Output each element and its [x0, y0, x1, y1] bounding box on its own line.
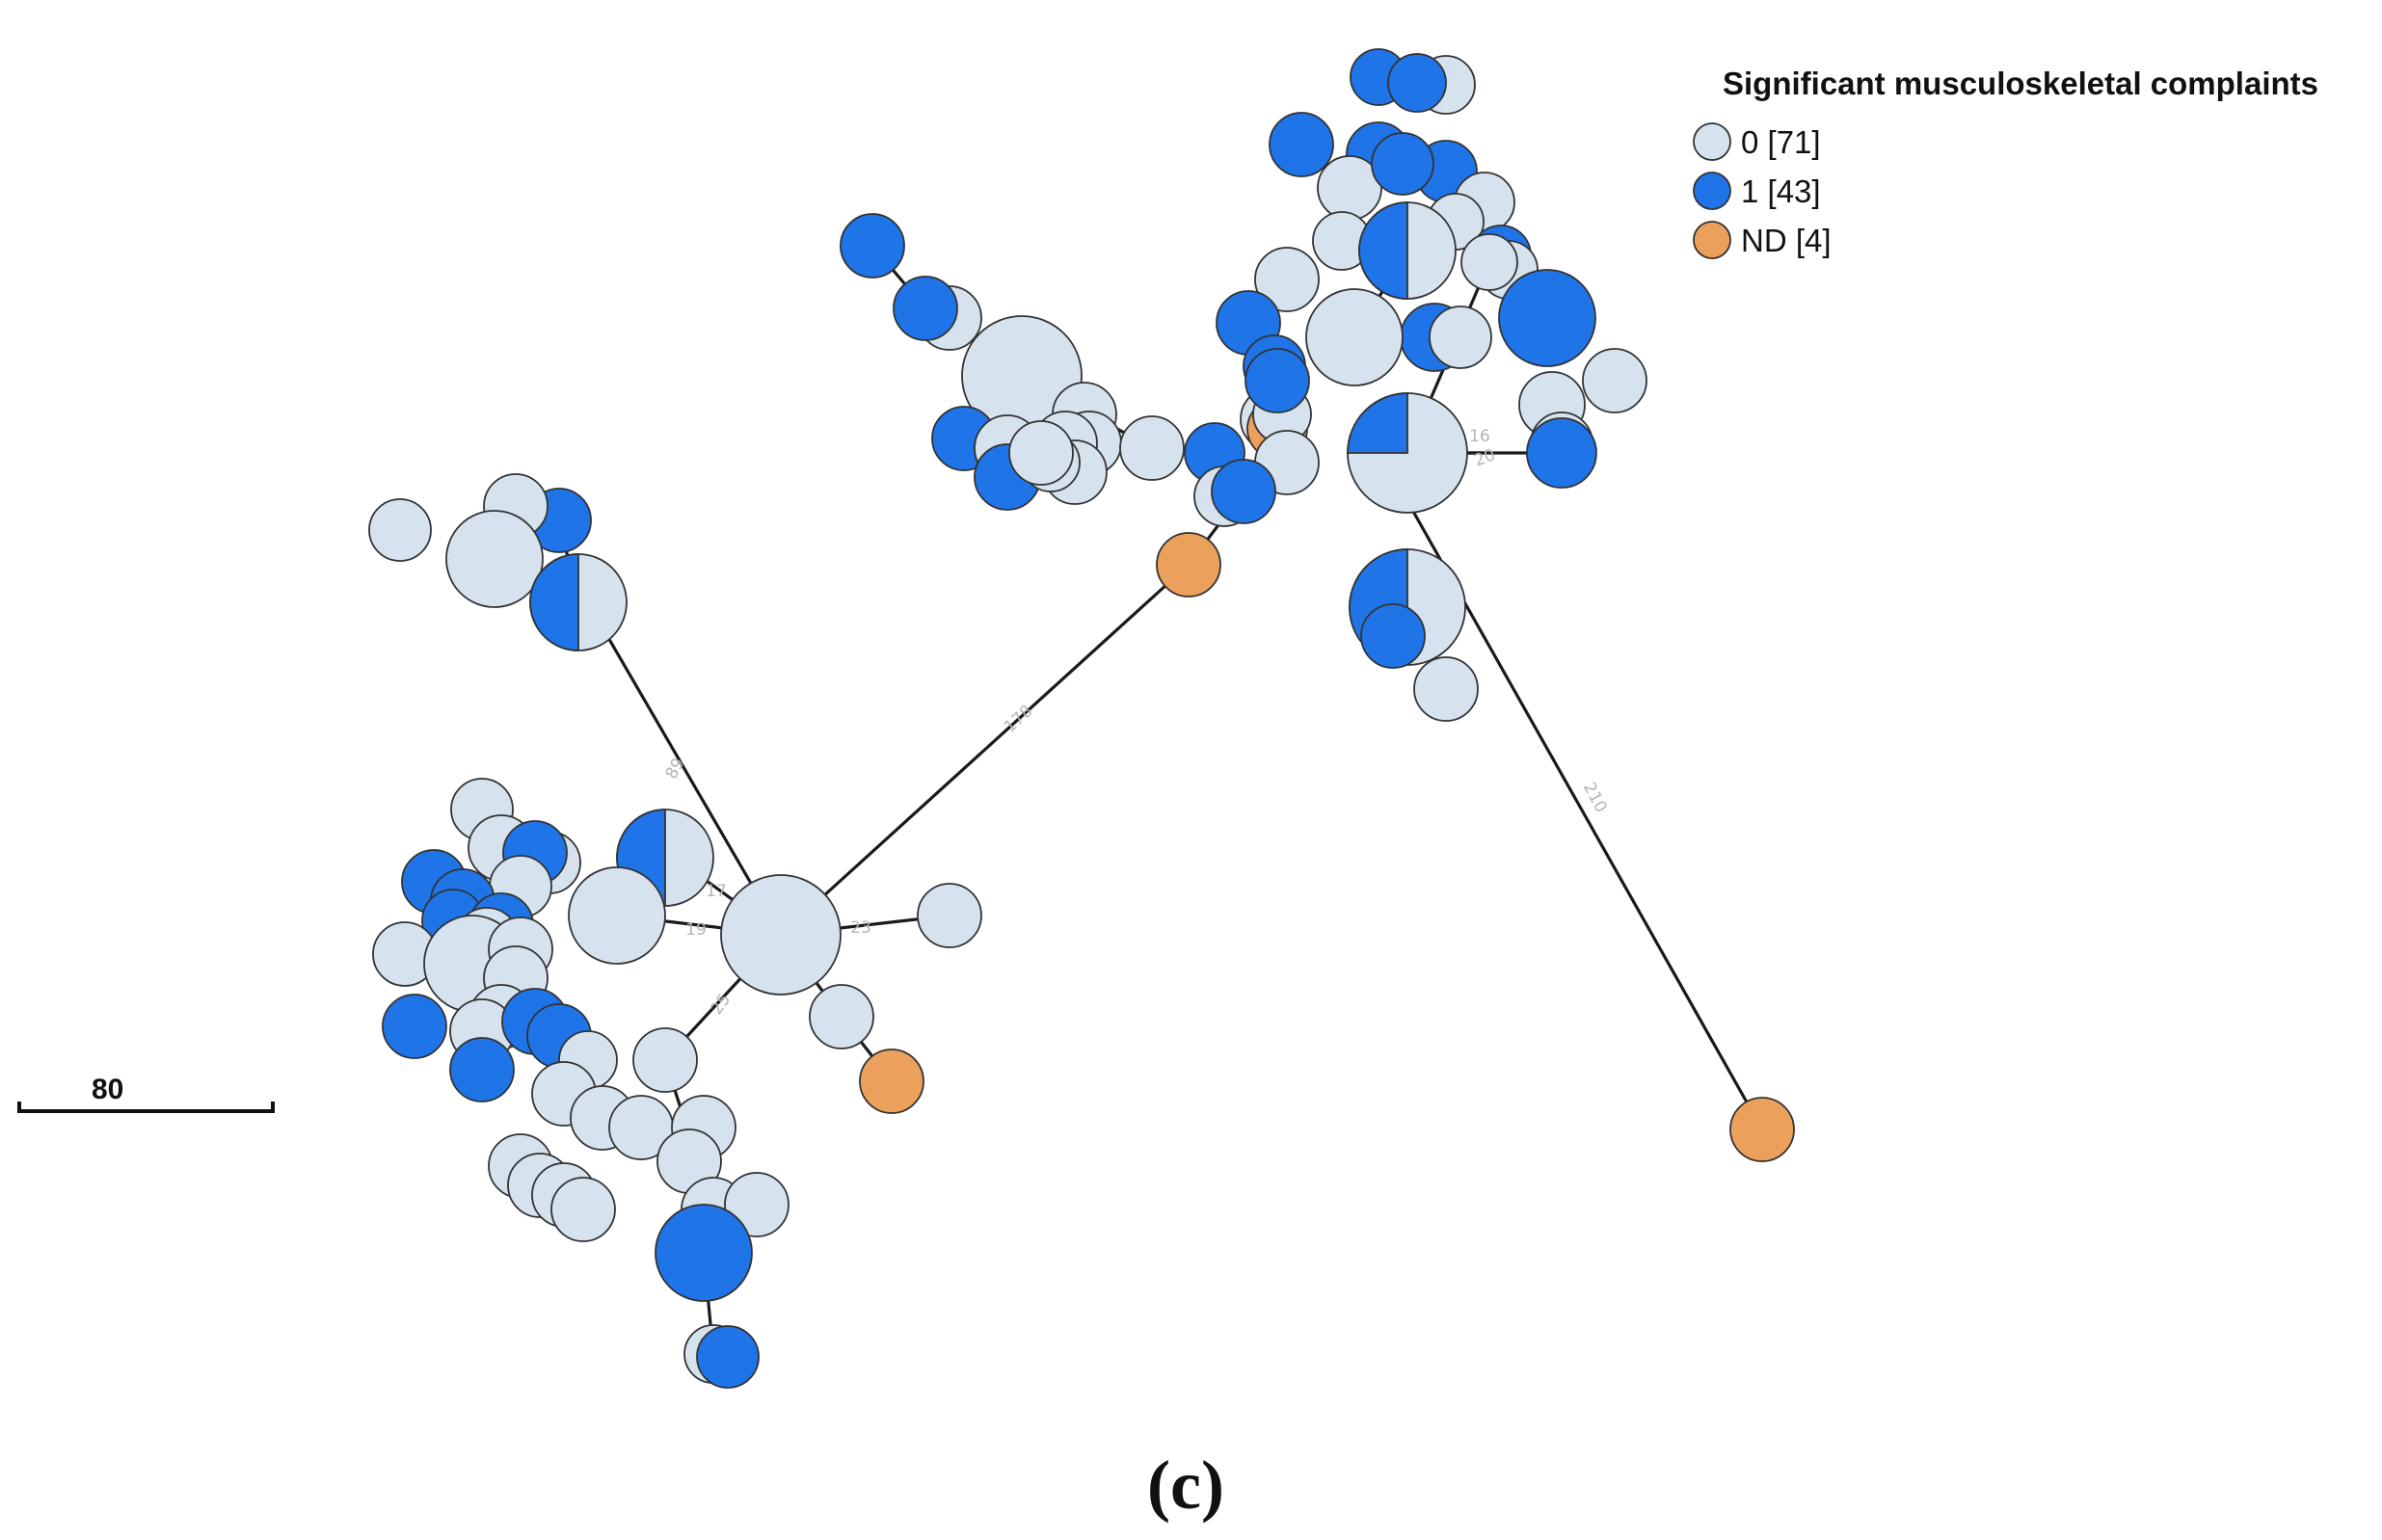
node-circle	[1008, 420, 1074, 486]
tree-node	[445, 510, 544, 608]
node-circle	[445, 510, 544, 608]
node-circle	[724, 1172, 790, 1237]
node-pie-wedge	[1358, 201, 1408, 300]
tree-node	[632, 1027, 698, 1093]
tree-node	[859, 1049, 924, 1114]
node-circle	[1498, 269, 1596, 367]
tree-node	[840, 213, 905, 279]
tree-node	[1360, 603, 1426, 669]
node-circle	[1371, 132, 1434, 196]
node-circle	[368, 498, 432, 562]
node-circle	[1387, 53, 1447, 113]
tree-node	[893, 276, 958, 341]
node-circle	[1269, 112, 1334, 177]
legend: Significant musculoskeletal complaints 0…	[1693, 66, 2318, 259]
tree-node	[550, 1177, 616, 1242]
node-circle	[840, 213, 905, 279]
tree-node	[720, 874, 842, 996]
node-pie-wedge	[1347, 392, 1408, 454]
node-circle	[655, 1204, 753, 1302]
scale-bar-label: 80	[92, 1074, 123, 1105]
tree-node	[1008, 420, 1074, 486]
node-circle	[1526, 417, 1597, 489]
legend-swatch-1	[1693, 172, 1731, 210]
node-circle	[893, 276, 958, 341]
node-circle	[449, 1037, 515, 1102]
node-circle	[720, 874, 842, 996]
tree-node	[1358, 201, 1457, 300]
node-circle	[917, 883, 982, 948]
tree-node	[1582, 348, 1647, 413]
node-circle	[632, 1027, 698, 1093]
tree-node	[1254, 247, 1320, 312]
tree-node	[529, 553, 628, 651]
tree-edge	[779, 563, 1191, 937]
tree-node	[1156, 532, 1221, 597]
tree-node	[809, 984, 874, 1049]
edge-length-label: 16	[1469, 427, 1490, 446]
node-circle	[1360, 603, 1426, 669]
tree-edge	[1405, 500, 1764, 1130]
node-pie-wedge	[1349, 548, 1408, 643]
node-circle	[568, 866, 666, 965]
figure-caption: (c)	[1147, 1447, 1224, 1524]
tree-node	[1460, 233, 1518, 291]
tree-node	[1347, 392, 1468, 514]
tree-node	[368, 498, 432, 562]
node-circle	[1729, 1097, 1795, 1162]
edge-length-label: 25	[708, 991, 736, 1019]
node-circle	[1460, 233, 1518, 291]
tree-node	[1371, 132, 1434, 196]
legend-title: Significant musculoskeletal complaints	[1723, 66, 2318, 101]
scale-bar: 80	[17, 1074, 275, 1113]
node-circle	[550, 1177, 616, 1242]
tree-node	[655, 1204, 753, 1302]
edge-length-label: 17	[706, 882, 727, 901]
tree-node	[1211, 459, 1276, 524]
edge-length-label: 20	[1472, 445, 1498, 470]
tree-node	[696, 1325, 760, 1389]
legend-label-0: 0 [71]	[1741, 124, 1821, 160]
tree-node	[1498, 269, 1596, 367]
tree-node	[1245, 348, 1310, 413]
tree-node	[382, 994, 447, 1059]
legend-swatch-nd	[1693, 221, 1731, 259]
node-circle	[1413, 656, 1479, 722]
node-circle	[696, 1325, 760, 1389]
nodes-layer	[368, 48, 1795, 1389]
node-pie-wedge	[529, 553, 579, 651]
tree-node	[917, 883, 982, 948]
node-circle	[1429, 305, 1492, 369]
tree-node	[449, 1037, 515, 1102]
edge-length-label: 23	[850, 918, 871, 938]
node-circle	[1245, 348, 1310, 413]
tree-node	[1729, 1097, 1795, 1162]
node-circle	[1305, 288, 1404, 386]
edge-length-label: 19	[685, 920, 707, 940]
node-circle	[382, 994, 447, 1059]
tree-node	[1305, 288, 1404, 386]
tree-node	[1526, 417, 1597, 489]
tree-node	[1429, 305, 1492, 369]
tree-node	[1413, 656, 1479, 722]
tree-node	[1269, 112, 1334, 177]
edge-length-label: 89	[662, 755, 689, 782]
node-circle	[809, 984, 874, 1049]
legend-label-nd: ND [4]	[1741, 223, 1832, 258]
tree-node	[1387, 53, 1447, 113]
tree-node	[724, 1172, 790, 1237]
tree-node	[1119, 415, 1185, 481]
node-circle	[1582, 348, 1647, 413]
node-circle	[1119, 415, 1185, 481]
node-circle	[859, 1049, 924, 1114]
node-circle	[1211, 459, 1276, 524]
node-circle	[1156, 532, 1221, 597]
tree-node	[568, 866, 666, 965]
legend-swatch-0	[1693, 122, 1731, 161]
legend-label-1: 1 [43]	[1741, 173, 1821, 209]
node-circle	[1254, 247, 1320, 312]
